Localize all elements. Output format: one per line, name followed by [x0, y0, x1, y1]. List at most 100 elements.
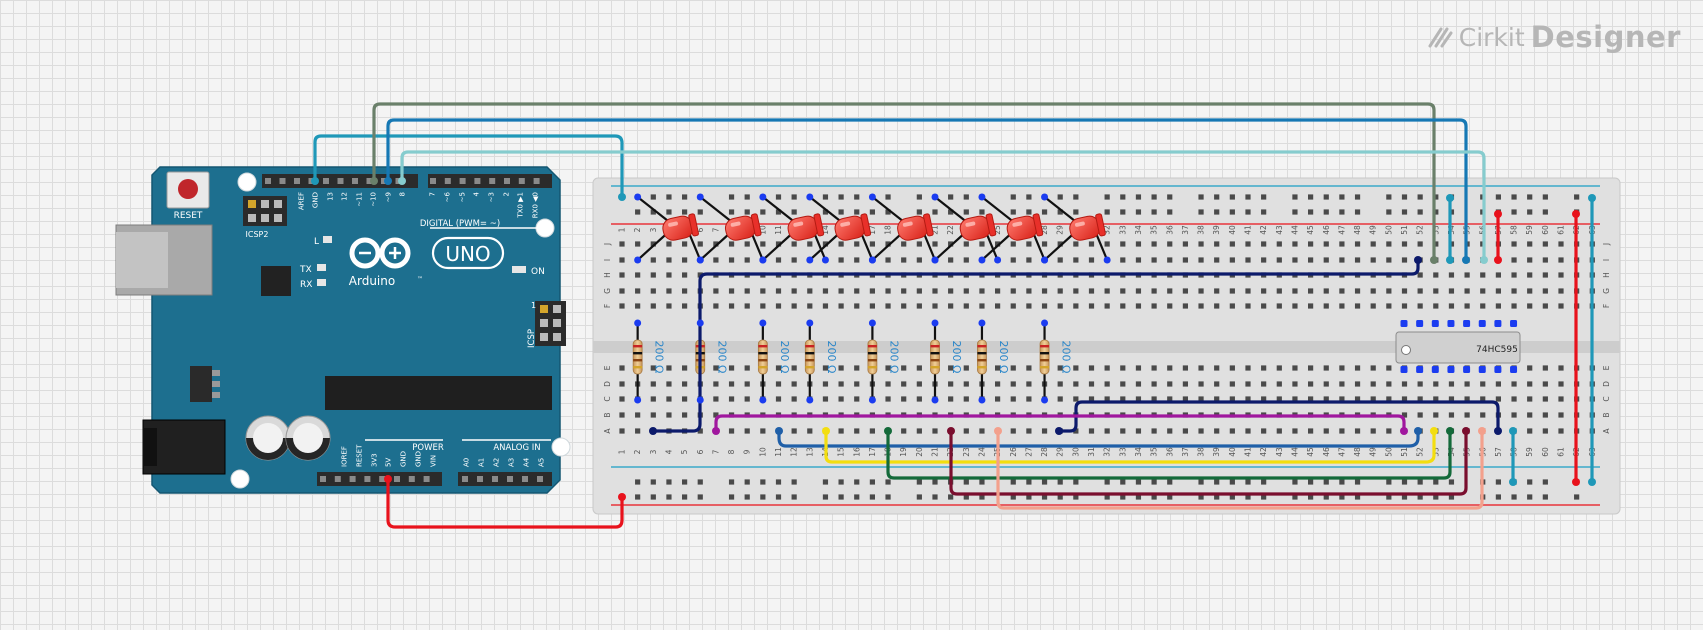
breadboard-hole[interactable] [666, 303, 672, 309]
wire-endpoint[interactable] [712, 427, 720, 435]
breadboard-hole[interactable] [1167, 288, 1173, 294]
component-pin[interactable] [759, 396, 767, 404]
breadboard-hole[interactable] [1041, 241, 1048, 247]
shift-register-74hc595[interactable]: 74HC595 [1395, 320, 1521, 373]
wire-endpoint[interactable] [994, 427, 1002, 435]
wire-endpoint[interactable] [1430, 256, 1438, 264]
breadboard-hole[interactable] [1214, 381, 1220, 387]
rail-hole[interactable] [697, 209, 703, 215]
rail-hole[interactable] [869, 494, 875, 500]
breadboard-hole[interactable] [1276, 241, 1282, 247]
header-pin[interactable] [320, 476, 326, 482]
breadboard-hole[interactable] [1308, 396, 1314, 402]
breadboard-hole[interactable] [1386, 428, 1392, 434]
breadboard-hole[interactable] [1182, 428, 1188, 434]
breadboard-hole[interactable] [1433, 303, 1439, 309]
breadboard-hole[interactable] [1057, 257, 1063, 263]
breadboard-hole[interactable] [1245, 241, 1251, 247]
breadboard-hole[interactable] [791, 241, 797, 247]
breadboard-hole[interactable] [807, 241, 813, 247]
rail-hole[interactable] [650, 479, 656, 485]
breadboard-hole[interactable] [1182, 288, 1188, 294]
header-pin[interactable] [352, 178, 358, 184]
breadboard-hole[interactable] [1135, 241, 1142, 247]
breadboard-hole[interactable] [1480, 288, 1486, 294]
breadboard-hole[interactable] [822, 303, 829, 309]
rail-hole[interactable] [1261, 194, 1267, 200]
breadboard-hole[interactable] [1261, 257, 1267, 263]
breadboard-hole[interactable] [1135, 257, 1142, 263]
header-pin[interactable] [408, 476, 415, 482]
wire-endpoint[interactable] [822, 427, 830, 435]
breadboard-hole[interactable] [854, 381, 860, 387]
rail-hole[interactable] [1323, 209, 1329, 215]
ic-pin[interactable] [1478, 320, 1486, 327]
breadboard-hole[interactable] [1527, 272, 1533, 278]
breadboard-hole[interactable] [1198, 303, 1204, 309]
rail-hole[interactable] [1323, 494, 1329, 500]
rail-hole[interactable] [1229, 209, 1235, 215]
wire-pin10[interactable] [386, 118, 1468, 262]
component-pin[interactable] [1103, 256, 1111, 264]
breadboard-hole[interactable] [1417, 272, 1423, 278]
rail-hole[interactable] [1120, 194, 1126, 200]
rail-hole[interactable] [1308, 494, 1314, 500]
component-pin[interactable] [978, 396, 986, 404]
header-pin[interactable] [537, 476, 543, 482]
breadboard-hole[interactable] [885, 396, 891, 402]
header-pin[interactable] [522, 476, 528, 482]
breadboard-hole[interactable] [728, 381, 735, 387]
breadboard-hole[interactable] [963, 257, 969, 263]
breadboard-hole[interactable] [1511, 303, 1517, 309]
breadboard-hole[interactable] [1151, 381, 1157, 387]
breadboard-hole[interactable] [1167, 396, 1173, 402]
wire-endpoint[interactable] [947, 427, 955, 435]
ic-pin[interactable] [1416, 366, 1424, 373]
rail-hole[interactable] [932, 494, 938, 500]
breadboard-hole[interactable] [854, 303, 860, 309]
breadboard-hole[interactable] [1542, 365, 1548, 371]
breadboard-hole[interactable] [1010, 303, 1016, 309]
breadboard-hole[interactable] [963, 365, 969, 371]
rail-hole[interactable] [775, 494, 782, 500]
rail-hole[interactable] [1120, 479, 1126, 485]
breadboard-hole[interactable] [901, 257, 907, 263]
rail-hole[interactable] [635, 209, 641, 215]
breadboard-hole[interactable] [1558, 303, 1564, 309]
ic-pin[interactable] [1463, 366, 1471, 373]
rail-hole[interactable] [822, 209, 829, 215]
breadboard-hole[interactable] [1214, 365, 1220, 371]
rail-hole[interactable] [1073, 494, 1079, 500]
breadboard-hole[interactable] [979, 288, 985, 294]
rail-hole[interactable] [1104, 194, 1110, 200]
rail-hole[interactable] [1151, 209, 1157, 215]
breadboard-hole[interactable] [635, 288, 641, 294]
rail-hole[interactable] [1354, 479, 1361, 485]
breadboard-hole[interactable] [1464, 303, 1470, 309]
breadboard-hole[interactable] [775, 303, 782, 309]
rail-hole[interactable] [1417, 494, 1423, 500]
breadboard-hole[interactable] [1558, 272, 1564, 278]
rail-hole[interactable] [1511, 194, 1517, 200]
rail-hole[interactable] [1308, 209, 1314, 215]
breadboard-hole[interactable] [1542, 272, 1548, 278]
breadboard-hole[interactable] [1292, 428, 1298, 434]
header-pin[interactable] [430, 178, 436, 184]
wire-salmon-q[interactable] [996, 429, 1484, 510]
breadboard-hole[interactable] [775, 241, 782, 247]
breadboard-hole[interactable] [1120, 288, 1126, 294]
rail-hole[interactable] [791, 194, 797, 200]
breadboard-hole[interactable] [1010, 288, 1016, 294]
breadboard-hole[interactable] [666, 396, 672, 402]
rail-hole[interactable] [1057, 494, 1063, 500]
breadboard-hole[interactable] [1527, 257, 1533, 263]
breadboard-hole[interactable] [1104, 288, 1110, 294]
component-pin[interactable] [696, 319, 704, 327]
wire-endpoint[interactable] [1446, 194, 1454, 202]
rail-hole[interactable] [1135, 209, 1142, 215]
breadboard-hole[interactable] [697, 428, 703, 434]
breadboard-hole[interactable] [1276, 257, 1282, 263]
rail-hole[interactable] [697, 479, 703, 485]
breadboard-hole[interactable] [1370, 365, 1376, 371]
rail-hole[interactable] [666, 209, 672, 215]
